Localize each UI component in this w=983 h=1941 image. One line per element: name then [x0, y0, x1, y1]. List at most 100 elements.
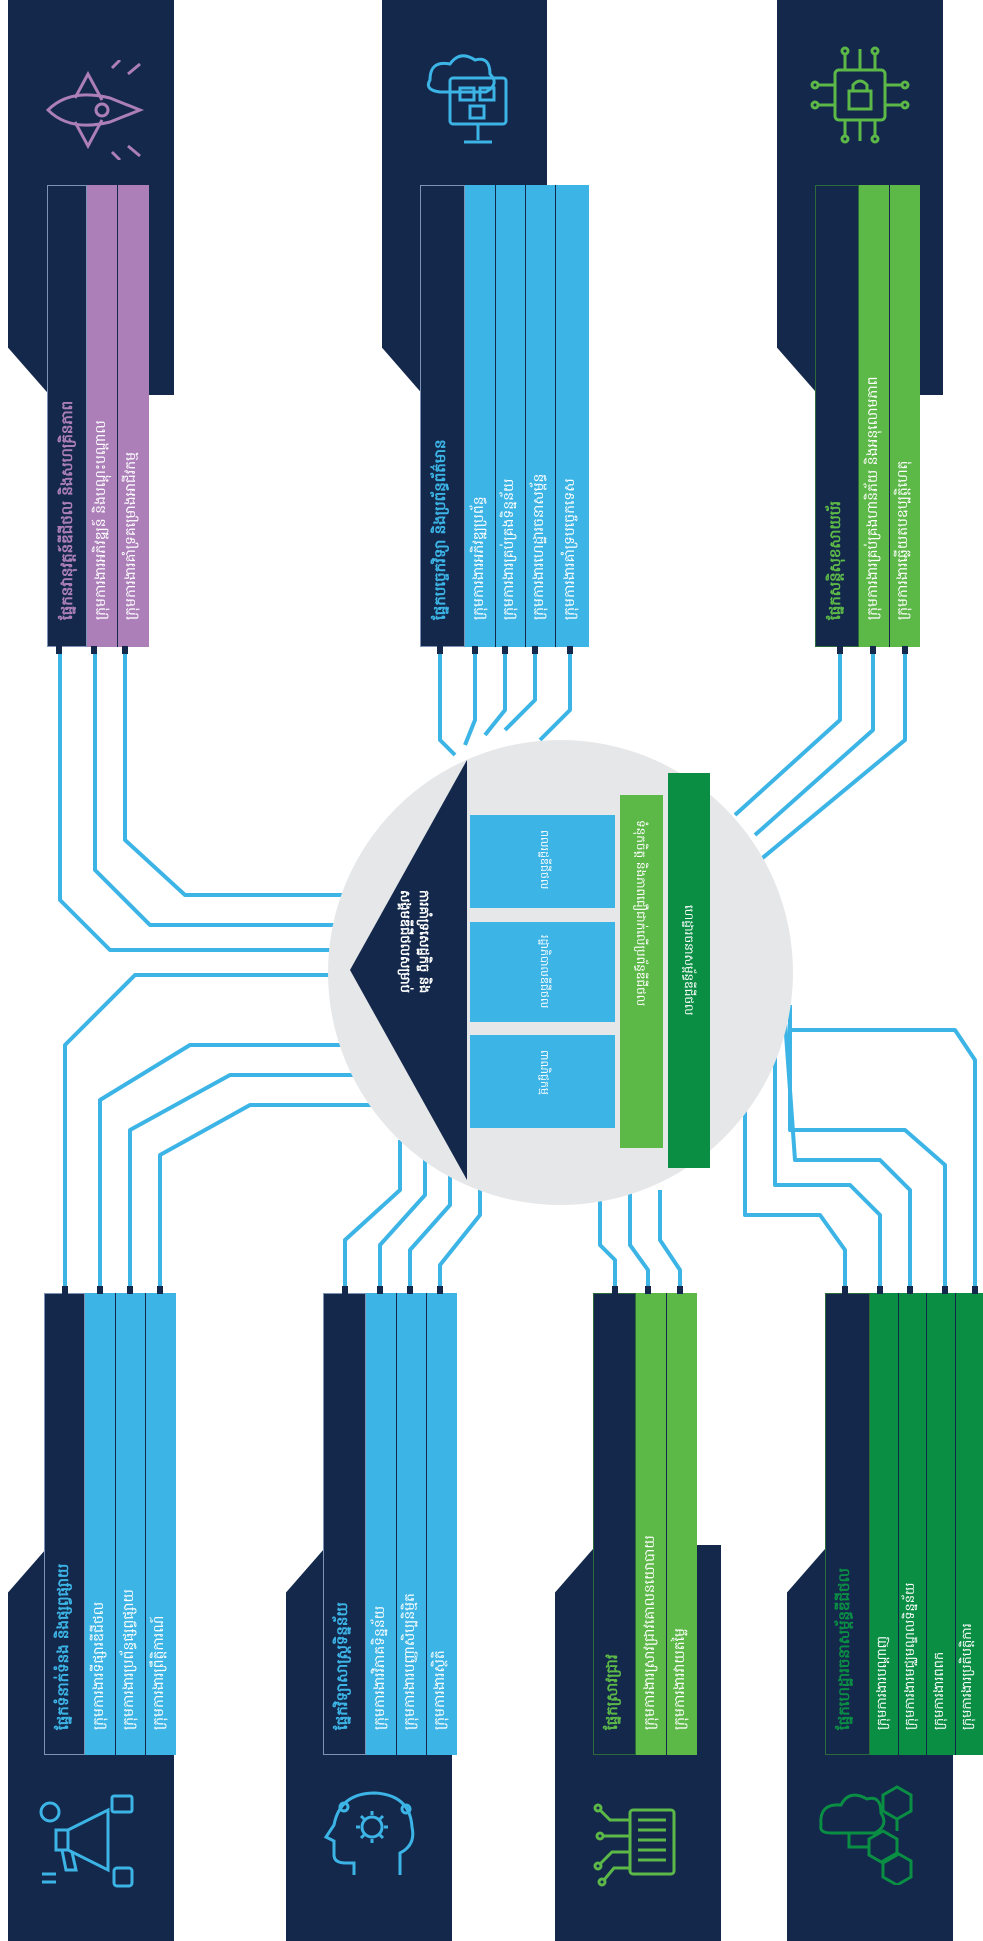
- research-connector-1: [612, 1286, 618, 1294]
- innovation-item-1: ក្រុមការងារអភិវឌ្ឍន៍ និងបណ្តុះបណ្តាល: [93, 420, 109, 620]
- transformation-connector-2: [472, 646, 478, 654]
- line-marketing-4: [158, 1103, 380, 1290]
- infra-connector-5: [972, 1286, 978, 1294]
- pillar-government-label: រដ្ឋាភិបាលឌីជីថល: [538, 935, 551, 1009]
- transformation-connector-3: [502, 646, 508, 654]
- marketing-item-2-band: [115, 1293, 146, 1755]
- infra-item-4-band: [955, 1293, 983, 1755]
- center-title-triangle: [350, 760, 467, 1180]
- marketing-connector-2: [97, 1286, 103, 1294]
- marketing-item-2: ក្រុមការងារប្រព័ន្ធផ្សព្វផ្សាយ: [121, 1589, 137, 1730]
- pillar-citizen: [470, 815, 615, 908]
- transformation-item-4: ក្រុមការងារគាំទ្របច្ចេកទេស: [562, 478, 578, 620]
- megaphone-icon: [38, 1790, 138, 1894]
- line-security-1: [733, 650, 842, 817]
- transformation-item-1-band: [465, 185, 495, 647]
- line-innovation-1: [58, 650, 380, 952]
- innovation-item-1-band: [87, 185, 117, 647]
- security-header: ផ្នែកសន្តិសុខសាយប័រ: [826, 500, 844, 620]
- research-item-2: ក្រុមការងារវាយតម្លៃ: [672, 1628, 688, 1730]
- infra-connector-3: [907, 1286, 913, 1294]
- marketing-item-1: ក្រុមការងារទីផ្សារឌីជីថល: [91, 1601, 107, 1730]
- rocket-icon: [40, 58, 150, 164]
- line-infra-1: [743, 1040, 847, 1290]
- security-item-1: ក្រុមការងារគ្រប់គ្រងហានិភ័យ និងអនុលោមភាព: [865, 376, 881, 620]
- line-data-1: [343, 1140, 402, 1290]
- transformation-connector-5: [567, 646, 573, 654]
- line-infra-5: [788, 1005, 977, 1290]
- line-transform-1: [438, 650, 457, 757]
- transformation-item-4-band: [555, 185, 589, 647]
- line-innovation-2: [93, 650, 380, 927]
- security-item-1-band: [859, 185, 889, 647]
- circuit-server-icon: [590, 1790, 690, 1894]
- trust-bar: [620, 795, 663, 1148]
- pillar-citizen-label: ពលរដ្ឋឌីជីថល: [538, 830, 551, 890]
- data-item-2-band: [396, 1293, 427, 1755]
- line-marketing-1: [63, 973, 380, 1290]
- head-gear-icon: [320, 1785, 420, 1889]
- data-connector-2: [377, 1286, 383, 1294]
- infra-connector-4: [942, 1286, 948, 1294]
- line-data-4: [438, 1180, 482, 1290]
- line-research-3: [658, 1190, 682, 1290]
- security-item-2-band: [889, 185, 920, 647]
- infra-header: ផ្នែកហេដ្ឋារចនាសម្ព័ន្ធឌីជីថល: [835, 1568, 853, 1730]
- innovation-connector-2: [91, 646, 97, 654]
- data-item-1: ក្រុមការងារវិភាគទិន្នន័យ: [372, 1605, 388, 1730]
- pillar-commerce-label: ពាណិជ្ជកម្ម: [538, 1050, 551, 1095]
- line-transform-2: [463, 650, 477, 746]
- infra-item-1-band: [870, 1293, 898, 1755]
- pillar-government: [470, 922, 615, 1022]
- research-item-2-band: [666, 1293, 697, 1755]
- line-infra-2: [773, 1030, 882, 1290]
- data-connector-4: [437, 1286, 443, 1294]
- infra-connector-2: [877, 1286, 883, 1294]
- line-innovation-3: [123, 650, 380, 897]
- security-connector-2: [870, 646, 876, 654]
- infra-item-2: ក្រុមការងារមជ្ឈមណ្ឌលទិន្នន័យ: [903, 1582, 918, 1730]
- transformation-header-band: [420, 185, 465, 647]
- innovation-connector-3: [122, 646, 128, 654]
- line-marketing-3: [128, 1073, 380, 1290]
- line-marketing-2: [98, 1043, 380, 1290]
- security-connector-3: [902, 646, 908, 654]
- line-research-1: [598, 1190, 617, 1290]
- marketing-header-band: [44, 1293, 85, 1755]
- infra-item-4: ក្រុមការងារប្រតិបត្តិការ: [960, 1623, 975, 1730]
- line-infra-4: [788, 1005, 947, 1290]
- cloud-monitor-icon: [420, 50, 520, 154]
- infra-item-3-band: [926, 1293, 956, 1755]
- data-connector-3: [407, 1286, 413, 1294]
- line-transform-4: [503, 650, 537, 732]
- security-item-2: ក្រុមការងារឆ្លើយតបឧប្បត្តិហេតុ: [895, 460, 911, 620]
- line-research-2: [628, 1190, 650, 1290]
- innovation-item-2: ក្រុមការងារគាំទ្រគម្រោងអាជីវកម្ម: [123, 451, 139, 620]
- marketing-item-3-band: [145, 1293, 176, 1755]
- innovation-item-2-band: [117, 185, 149, 647]
- marketing-header: ផ្នែកទំនាក់ទំនង និងផ្សព្វផ្សាយ: [54, 1563, 72, 1730]
- data-item-1-band: [366, 1293, 396, 1755]
- trust-bar-label: ទំនុកចិត្ត និងភាពជឿជាក់លើប្រព័ន្ធឌីជីថល: [634, 820, 648, 1007]
- infrastructure-bar: [668, 773, 710, 1168]
- line-transform-5: [538, 650, 572, 742]
- cloud-cubes-icon: [815, 1785, 925, 1889]
- data-item-3-band: [426, 1293, 457, 1755]
- innovation-header-band: [47, 185, 87, 647]
- transformation-item-2-band: [495, 185, 526, 647]
- line-data-2: [378, 1150, 427, 1290]
- transformation-item-3: ក្រុមការងារហេដ្ឋារចនាសម្ព័ន្ធ: [531, 473, 547, 620]
- marketing-item-3: ក្រុមការងារព្រឹត្តិការណ៍: [151, 1615, 167, 1730]
- transformation-connector-1: [437, 646, 443, 654]
- research-header: ផ្នែកស្រាវជ្រាវ: [603, 1654, 621, 1730]
- infra-item-1: ក្រុមការងារបណ្តាញ: [875, 1635, 890, 1730]
- data-header-band: [323, 1293, 366, 1755]
- marketing-item-1-band: [85, 1293, 115, 1755]
- line-security-3: [758, 650, 907, 862]
- center-title: ការគាំទ្រសេដ្ឋកិច្ច និងសង្គមឌីជីថលសម្រាប…: [397, 890, 431, 994]
- security-header-band: [815, 185, 859, 647]
- transformation-item-3-band: [525, 185, 556, 647]
- data-header: ផ្នែកវិទ្យាសាស្ត្រទិន្នន័យ: [333, 1602, 351, 1730]
- data-connector-1: [342, 1286, 348, 1294]
